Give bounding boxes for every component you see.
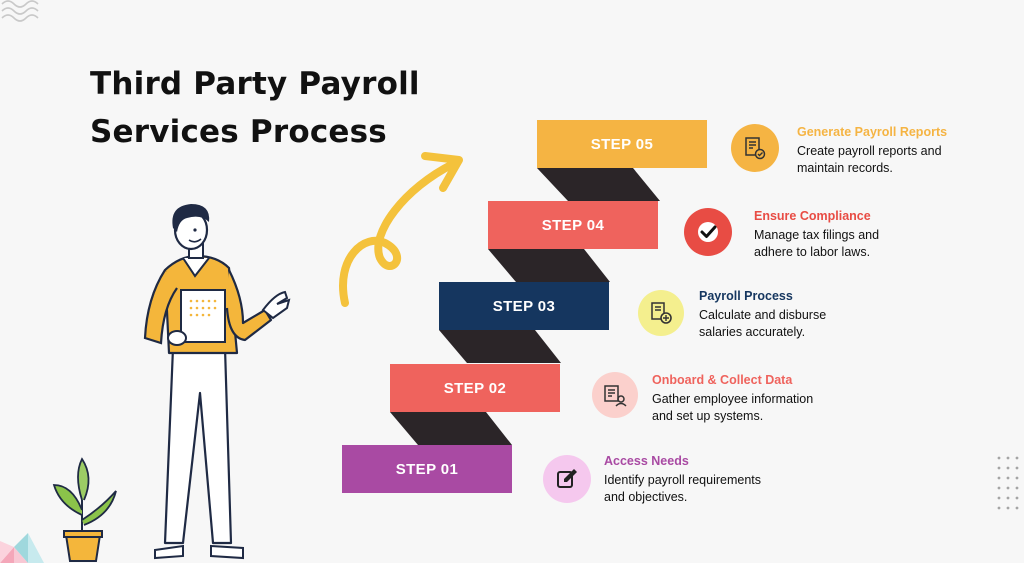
presenter-illustration (143, 204, 291, 560)
payroll-process-icon (638, 290, 684, 336)
wave-decoration (1, 0, 39, 22)
curved-arrow-icon (339, 152, 463, 307)
edit-icon (543, 455, 591, 503)
step-text: Identify payroll requirements and object… (604, 473, 762, 504)
step-text: Calculate and disburse salaries accurate… (699, 308, 827, 339)
title-line-2: Services Process (90, 114, 387, 150)
connector-5-4 (537, 168, 660, 201)
step-04-description: Ensure Compliance Manage tax filings and… (754, 209, 1004, 261)
step-title: Generate Payroll Reports (797, 125, 948, 139)
report-icon (731, 124, 779, 172)
connector-2-1 (390, 412, 512, 445)
step-title: Payroll Process (699, 289, 793, 303)
step-bar-05: STEP 05 (537, 120, 707, 168)
connector-3-2 (439, 330, 561, 363)
step-bar-02: STEP 02 (390, 364, 560, 412)
step-text: Create payroll reports and maintain reco… (797, 144, 942, 175)
step-01-description: Access Needs Identify payroll requiremen… (604, 454, 854, 506)
dot-grid-decoration (996, 455, 1022, 511)
step-02-description: Onboard & Collect Data Gather employee i… (652, 373, 902, 425)
step-title: Access Needs (604, 454, 689, 468)
step-label: STEP 01 (395, 460, 459, 478)
data-collect-icon (592, 372, 638, 418)
step-text: Gather employee information and set up s… (652, 392, 814, 423)
step-label: STEP 03 (492, 297, 556, 315)
step-title: Ensure Compliance (754, 209, 871, 223)
step-03-description: Payroll Process Calculate and disburse s… (699, 289, 949, 341)
step-05-description: Generate Payroll Reports Create payroll … (797, 125, 1024, 177)
step-label: STEP 05 (590, 135, 654, 153)
connector-4-3 (488, 249, 610, 282)
checkmark-icon (684, 208, 732, 256)
step-label: STEP 02 (443, 379, 507, 397)
stair-connectors (390, 168, 660, 445)
step-text: Manage tax filings and adhere to labor l… (754, 228, 880, 259)
step-bar-03: STEP 03 (439, 282, 609, 330)
step-title: Onboard & Collect Data (652, 373, 793, 387)
page-title: Third Party Payroll Services Process (90, 60, 420, 156)
step-bar-01: STEP 01 (342, 445, 512, 493)
step-bar-04: STEP 04 (488, 201, 658, 249)
triangle-decoration (0, 533, 44, 563)
potted-plant-illustration (52, 457, 117, 562)
step-label: STEP 04 (541, 216, 605, 234)
title-line-1: Third Party Payroll (90, 66, 420, 102)
